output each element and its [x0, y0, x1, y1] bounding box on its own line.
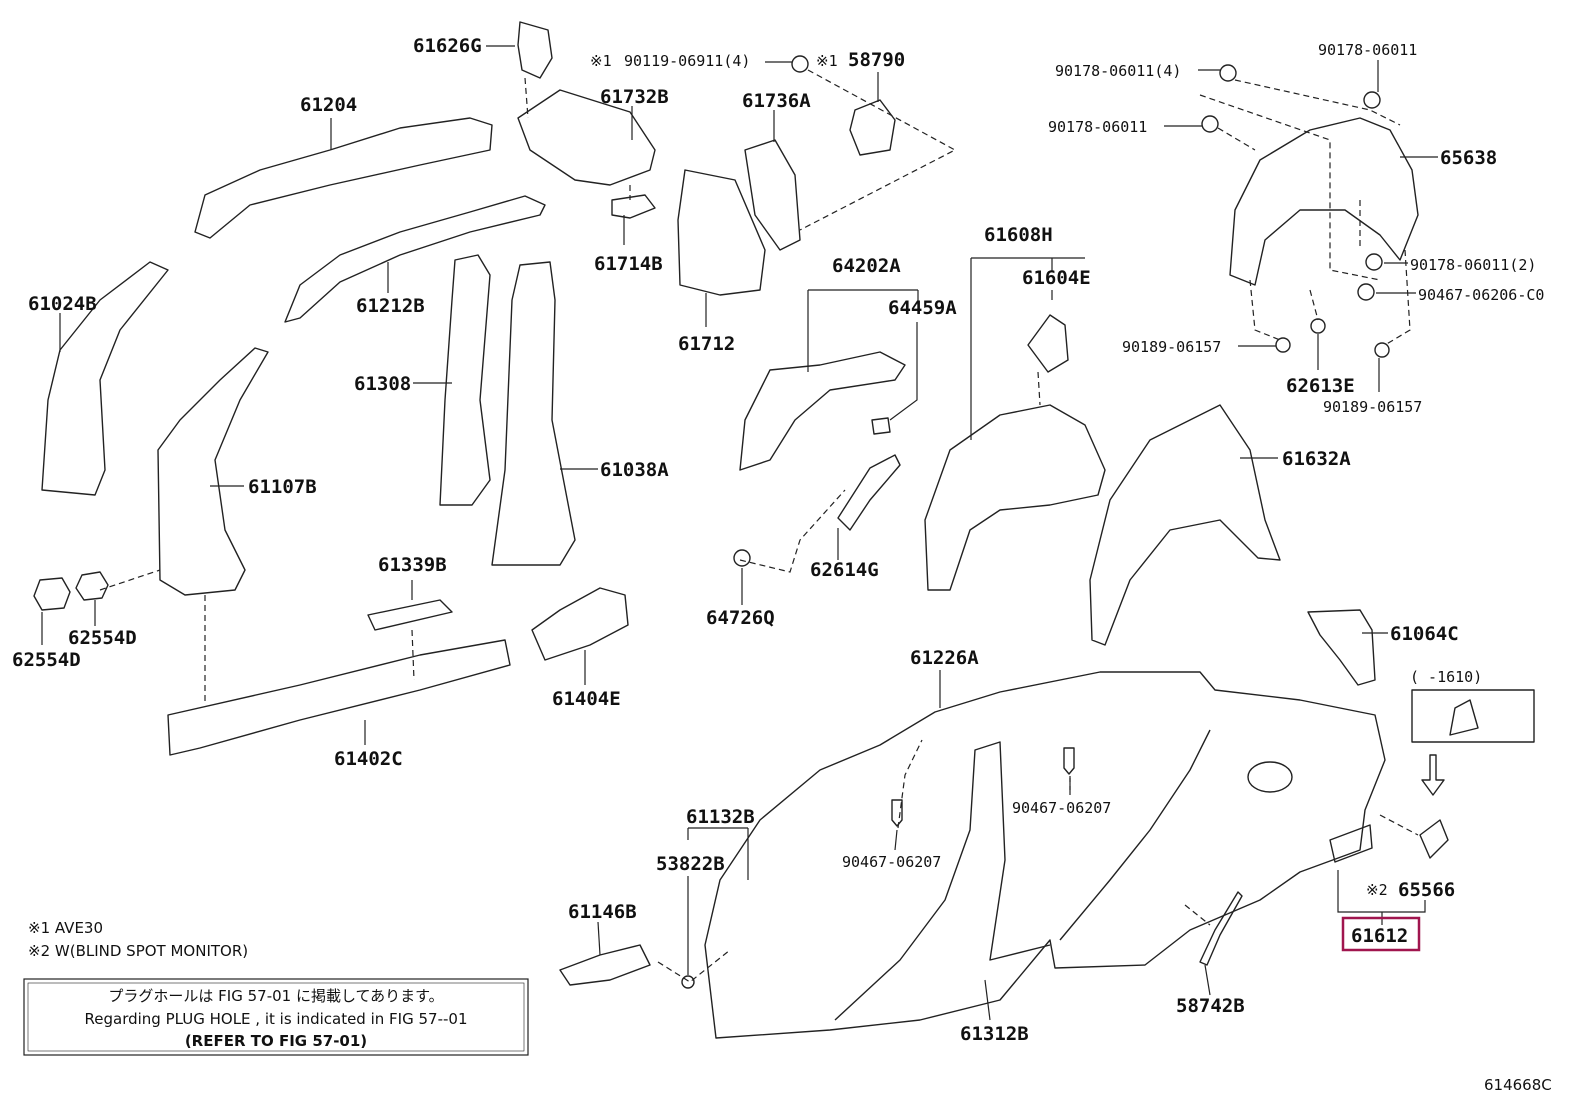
notice-line-jp: プラグホールは FIG 57-01 に掲載してあります。 — [108, 987, 443, 1005]
label-61038A[interactable]: 61038A — [600, 459, 669, 481]
assembly-dashed-lines — [99, 69, 1419, 983]
leader-lines — [41, 45, 1438, 1021]
label-61339B[interactable]: 61339B — [378, 554, 447, 576]
notice-line-en: Regarding PLUG HOLE , it is indicated in… — [85, 1010, 468, 1028]
footnote-1: ※1 AVE30 — [28, 919, 103, 937]
label-90178-06011-4[interactable]: 90178-06011(4) — [1055, 62, 1181, 80]
label-61312B[interactable]: 61312B — [960, 1023, 1029, 1045]
label-61714B[interactable]: 61714B — [594, 253, 663, 275]
label-62554D-right[interactable]: 62554D — [68, 627, 137, 649]
label-64726Q[interactable]: 64726Q — [706, 607, 775, 629]
footnotes: ※1 AVE30 ※2 W(BLIND SPOT MONITOR) — [28, 919, 248, 960]
mark-65566: ※2 — [1366, 881, 1388, 899]
mark-58790: ※1 — [816, 52, 838, 70]
label-61132B[interactable]: 61132B — [686, 806, 755, 828]
label-61632A[interactable]: 61632A — [1282, 448, 1351, 470]
label-58742B[interactable]: 58742B — [1176, 995, 1245, 1017]
label-61402C[interactable]: 61402C — [334, 748, 403, 770]
label-64202A[interactable]: 64202A — [832, 255, 901, 277]
notice-box: プラグホールは FIG 57-01 に掲載してあります。 Regarding P… — [23, 978, 529, 1056]
label-90178-06011-top[interactable]: 90178-06011 — [1318, 41, 1417, 59]
label-58790[interactable]: 58790 — [848, 49, 905, 71]
label-90467-06206[interactable]: 90467-06206-C0 — [1418, 286, 1544, 304]
label-64459A[interactable]: 64459A — [888, 297, 957, 319]
label-61626G[interactable]: 61626G — [413, 35, 482, 57]
label-61064C[interactable]: 61064C — [1390, 623, 1459, 645]
label-62614G[interactable]: 62614G — [810, 559, 879, 581]
label-61404E[interactable]: 61404E — [552, 688, 621, 710]
label-61212B[interactable]: 61212B — [356, 295, 425, 317]
label-90178-06011-mid[interactable]: 90178-06011 — [1048, 118, 1147, 136]
label-61107B[interactable]: 61107B — [248, 476, 317, 498]
label-65638[interactable]: 65638 — [1440, 147, 1497, 169]
label-61226A[interactable]: 61226A — [910, 647, 979, 669]
highlight-box-61612 — [1341, 916, 1421, 952]
label-61024B[interactable]: 61024B — [28, 293, 97, 315]
label-61612[interactable]: 61612 — [1351, 925, 1408, 947]
mark-90119: ※1 — [590, 52, 612, 70]
label-90467-06207-right[interactable]: 90467-06207 — [1012, 799, 1111, 817]
part-labels: 61626G ※1 90119-06911(4) ※1 58790 61204 … — [12, 35, 1544, 1045]
label-61712[interactable]: 61712 — [678, 333, 735, 355]
label-65566[interactable]: 65566 — [1398, 879, 1455, 901]
notice-line-refer: (REFER TO FIG 57-01) — [185, 1032, 367, 1050]
label-61604E[interactable]: 61604E — [1022, 267, 1091, 289]
label-90467-06207-left[interactable]: 90467-06207 — [842, 853, 941, 871]
label-61732B[interactable]: 61732B — [600, 86, 669, 108]
label-90178-06011-2[interactable]: 90178-06011(2) — [1410, 256, 1536, 274]
label-53822B[interactable]: 53822B — [656, 853, 725, 875]
label-61204[interactable]: 61204 — [300, 94, 357, 116]
label-90189-06157-left[interactable]: 90189-06157 — [1122, 338, 1221, 356]
inset-range-label: ( -1610) — [1410, 668, 1482, 686]
label-62554D-left[interactable]: 62554D — [12, 649, 81, 671]
label-61736A[interactable]: 61736A — [742, 90, 811, 112]
figure-code: 614668C — [1484, 1076, 1552, 1094]
part-drawings — [33, 21, 1535, 1039]
footnote-2: ※2 W(BLIND SPOT MONITOR) — [28, 942, 248, 960]
label-90119-06911[interactable]: 90119-06911(4) — [624, 52, 750, 70]
label-61146B[interactable]: 61146B — [568, 901, 637, 923]
label-61308[interactable]: 61308 — [354, 373, 411, 395]
label-61608H[interactable]: 61608H — [984, 224, 1053, 246]
label-62613E[interactable]: 62613E — [1286, 375, 1355, 397]
label-90189-06157-right[interactable]: 90189-06157 — [1323, 398, 1422, 416]
